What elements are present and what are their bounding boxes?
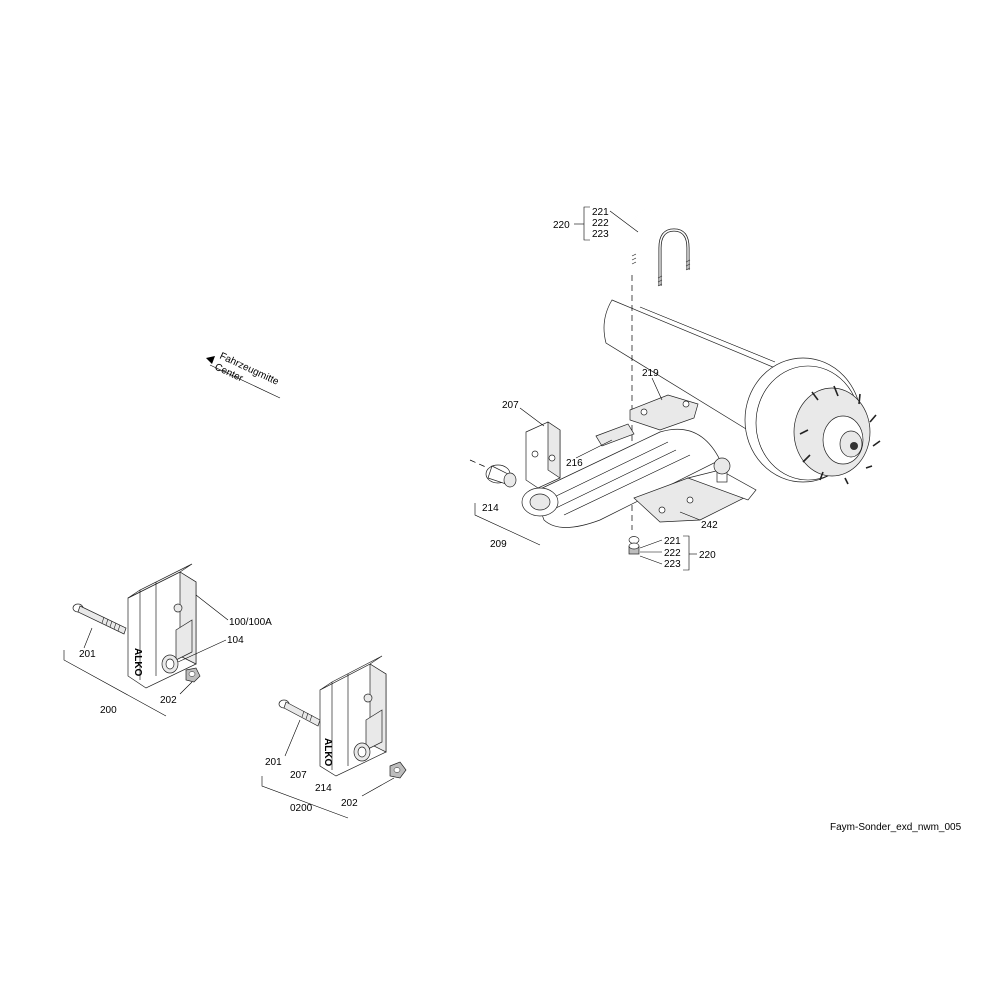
callout-100-100a: 100/100A — [229, 617, 272, 628]
callout-209: 209 — [490, 539, 507, 550]
callout-ubolt-bottom: 221 222 223 220 — [628, 535, 716, 571]
callout-201-a: 201 — [79, 649, 96, 660]
axle-seat-219: 219 — [629, 368, 699, 431]
callout-216: 216 — [566, 458, 583, 469]
callout-221-top: 221 — [592, 207, 609, 218]
callout-ubolt-top: 220 221 222 223 — [553, 206, 639, 241]
callout-spring-group: 214 209 — [474, 503, 541, 550]
wheel-studs — [799, 385, 881, 485]
callout-223-bottom: 223 — [664, 559, 681, 570]
callout-219: 219 — [642, 368, 659, 379]
callout-0200: 0200 — [290, 803, 313, 814]
callout-202-b: 202 — [341, 798, 358, 809]
callout-207-b: 207 — [290, 770, 307, 781]
callout-200: 200 — [100, 705, 117, 716]
callout-223-top: 223 — [592, 229, 609, 240]
drawing-id: Faym-Sonder_exd_nwm_005 — [830, 822, 962, 833]
callout-201-b: 201 — [265, 757, 282, 768]
callout-242: 242 — [701, 520, 718, 531]
vehicle-center-indicator: Fahrzeugmitte Center — [206, 351, 281, 399]
callout-207: 207 — [502, 400, 519, 411]
leaf-spring: 216 — [521, 423, 721, 528]
callout-104: 104 — [227, 635, 244, 646]
direction-arrow-icon — [206, 356, 215, 364]
bracket-assembly-b: ALKO 201 207 214 202 0200 — [261, 655, 407, 819]
bracket-assembly-a: ALKO 100/100A 104 201 202 200 — [63, 563, 272, 717]
bracket-b-logo: ALKO — [322, 738, 333, 767]
callout-222-top: 222 — [592, 218, 609, 229]
callout-220-bottom: 220 — [699, 550, 716, 561]
ball-coupling — [713, 457, 731, 475]
callout-214: 214 — [482, 503, 499, 514]
callout-222-bottom: 222 — [664, 548, 681, 559]
axle-tube — [603, 299, 781, 441]
u-bolts — [631, 209, 691, 287]
spring-hanger-207: 207 — [502, 400, 561, 489]
bracket-a-logo: ALKO — [132, 648, 143, 677]
callout-202-a: 202 — [160, 695, 177, 706]
callout-220-top: 220 — [553, 220, 570, 231]
callout-214-b: 214 — [315, 783, 332, 794]
callout-221-bottom: 221 — [664, 536, 681, 547]
axle-assembly — [603, 275, 881, 530]
bottom-plate-242: 242 — [633, 457, 757, 531]
bushing-214 — [469, 459, 517, 488]
